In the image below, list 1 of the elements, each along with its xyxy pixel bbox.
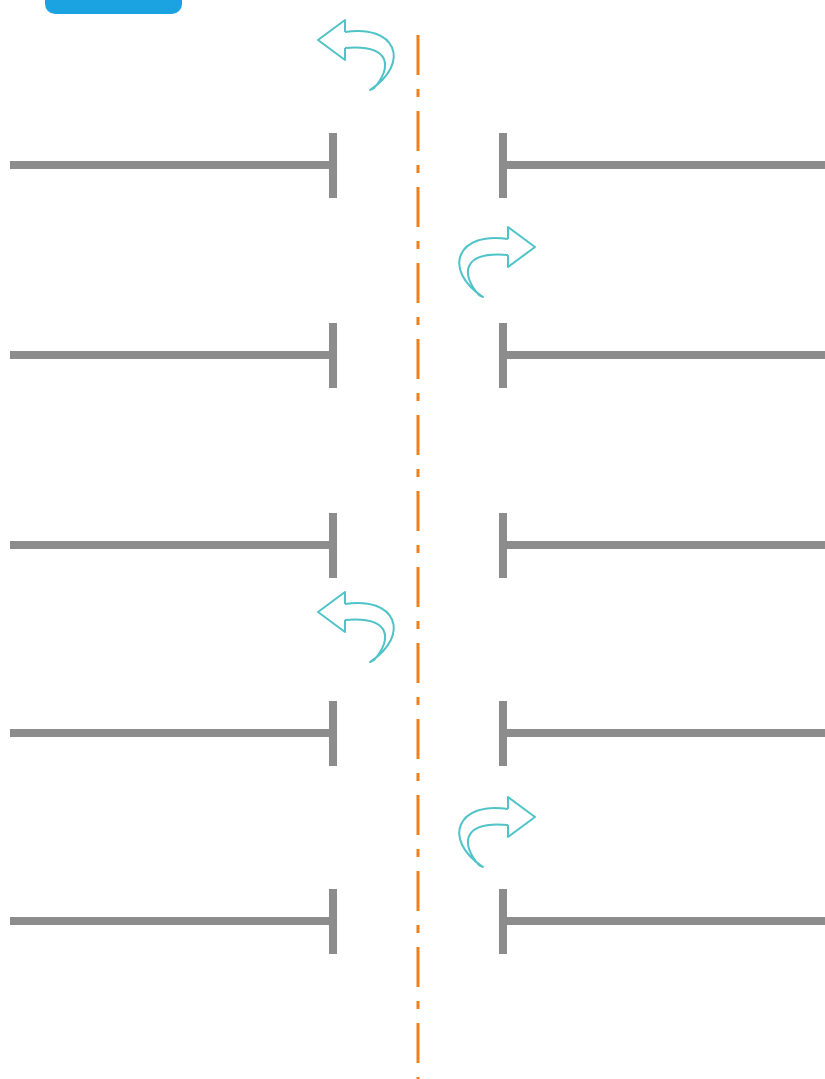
tab-bar	[45, 0, 182, 14]
